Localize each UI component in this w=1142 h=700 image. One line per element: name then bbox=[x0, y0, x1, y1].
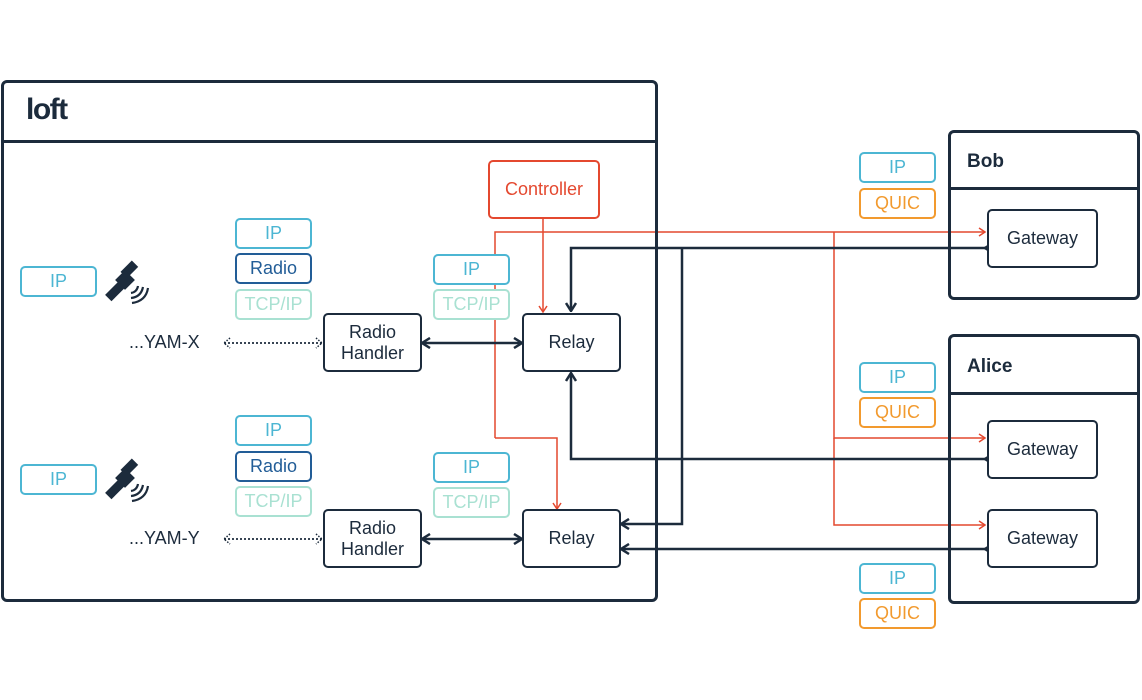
alice-bottom-ip-tag: IP bbox=[859, 563, 936, 594]
stack-x-radio-tag: Radio bbox=[235, 253, 312, 284]
alice-top-quic-tag: QUIC bbox=[859, 397, 936, 428]
radio-handler-x[interactable]: Radio Handler bbox=[323, 313, 422, 372]
bob-header: Bob bbox=[951, 133, 1137, 190]
alice-frame: Alice bbox=[948, 334, 1140, 604]
stack-y-ip-tag: IP bbox=[235, 415, 312, 446]
radio-handler-y[interactable]: Radio Handler bbox=[323, 509, 422, 568]
relay-y[interactable]: Relay bbox=[522, 509, 621, 568]
alice-bottom-quic-tag: QUIC bbox=[859, 598, 936, 629]
radio-handler-x-label: Radio Handler bbox=[340, 321, 405, 363]
bob-frame: Bob bbox=[948, 130, 1140, 300]
relay-x-ip-tag: IP bbox=[433, 254, 510, 285]
alice-top-ip-tag: IP bbox=[859, 362, 936, 393]
sat-x-ip-tag: IP bbox=[20, 266, 97, 297]
bob-ip-tag: IP bbox=[859, 152, 936, 183]
yam-x-label: ...YAM-X bbox=[129, 332, 200, 352]
loft-logo: loft bbox=[26, 93, 68, 126]
stack-y-radio-tag: Radio bbox=[235, 451, 312, 482]
relay-x-tcp-tag: TCP/IP bbox=[433, 289, 510, 320]
radio-handler-y-label: Radio Handler bbox=[340, 517, 405, 559]
relay-y-tcp-tag: TCP/IP bbox=[433, 487, 510, 518]
satellite-icon bbox=[105, 260, 150, 305]
sat-y-ip-tag: IP bbox=[20, 464, 97, 495]
stack-x-tcp-tag: TCP/IP bbox=[235, 289, 312, 320]
bob-gateway[interactable]: Gateway bbox=[987, 209, 1098, 268]
stack-y-tcp-tag: TCP/IP bbox=[235, 486, 312, 517]
alice-gateway-2[interactable]: Gateway bbox=[987, 509, 1098, 568]
yam-y-label: ...YAM-Y bbox=[129, 528, 200, 548]
loft-frame: loft bbox=[1, 80, 658, 602]
stack-x-ip-tag: IP bbox=[235, 218, 312, 249]
alice-gateway-1[interactable]: Gateway bbox=[987, 420, 1098, 479]
loft-header: loft bbox=[4, 83, 655, 143]
satellite-icon bbox=[105, 458, 150, 503]
relay-x[interactable]: Relay bbox=[522, 313, 621, 372]
controller-node[interactable]: Controller bbox=[488, 160, 600, 219]
bob-title: Bob bbox=[967, 151, 1004, 172]
alice-header: Alice bbox=[951, 337, 1137, 395]
alice-title: Alice bbox=[967, 356, 1013, 377]
relay-y-ip-tag: IP bbox=[433, 452, 510, 483]
bob-quic-tag: QUIC bbox=[859, 188, 936, 219]
